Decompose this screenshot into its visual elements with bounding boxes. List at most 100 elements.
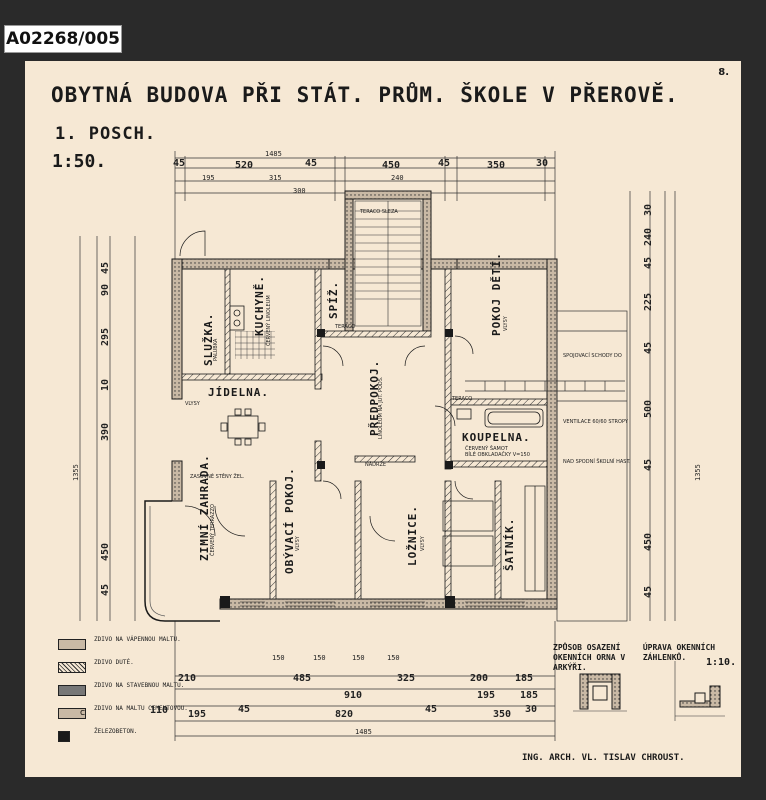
note-sliding-walls: ZASUVNÉ STĚNY ŽEL. bbox=[190, 474, 245, 480]
window-detail-drawings bbox=[579, 673, 721, 710]
note-kitchen-floor: ČERVENÝ LINOLEUM bbox=[266, 295, 272, 346]
legend-item: ZDIVO NA STAVEBNOU MALTU. bbox=[58, 682, 193, 704]
top-dimension-lines bbox=[174, 151, 556, 261]
right-annex bbox=[465, 310, 628, 622]
dim-right-1: 240 bbox=[643, 227, 654, 246]
dim-left-6: 45 bbox=[100, 583, 111, 596]
legend-swatch-c: C bbox=[58, 708, 86, 719]
dim-bottom-r1-4: 185 bbox=[515, 673, 534, 684]
detail-scale: 1:10. bbox=[706, 657, 737, 668]
dim-bottom-r1-2: 325 bbox=[397, 673, 416, 684]
dim-window-1: 150 bbox=[313, 654, 326, 662]
dim-bottom-r3-0: 110 bbox=[150, 705, 169, 716]
dim-right-total: 1355 bbox=[694, 464, 702, 481]
legend-item: ZDIVO DUTÉ. bbox=[58, 659, 193, 681]
dim-bottom-r1-3: 200 bbox=[470, 673, 489, 684]
dim-window-0: 150 bbox=[272, 654, 285, 662]
winter-garden-bay bbox=[144, 500, 220, 622]
dim-bottom-r3-3: 820 bbox=[335, 709, 354, 720]
legend-swatch-dots bbox=[58, 639, 86, 650]
staircase bbox=[354, 200, 422, 327]
note-vlysy-jidelna: VLYSY bbox=[185, 401, 200, 407]
dim-top-sub-1: 315 bbox=[269, 174, 282, 182]
room-label-pokoj-deti: POKOJ DĚTÍ. bbox=[490, 252, 503, 336]
drawing-title: OBYTNÁ BUDOVA PŘI STÁT. PRŮM. ŠKOLE V PŘ… bbox=[51, 83, 679, 107]
note-teraco-2: TERACO bbox=[452, 396, 473, 402]
detail-title: ZPŮSOB OSAZENÍ OKENNÍCH ORNA V ARKÝŘI. Ú… bbox=[553, 643, 743, 673]
dim-top-0: 45 bbox=[173, 158, 186, 169]
dim-right-8: 45 bbox=[643, 585, 654, 598]
note-connecting-stairs: SPOJOVACÍ SCHODY DO bbox=[563, 353, 622, 359]
door-swings bbox=[179, 230, 474, 542]
materials-legend: ZDIVO NA VÁPENNOU MALTU. ZDIVO DUTÉ. ZDI… bbox=[58, 636, 193, 751]
dim-bottom-r2-1: 195 bbox=[477, 690, 496, 701]
dim-bottom-r1-1: 485 bbox=[293, 673, 312, 684]
dim-top-total: 1485 bbox=[265, 150, 282, 158]
legend-label: ZDIVO NA STAVEBNOU MALTU. bbox=[94, 682, 185, 689]
dim-right-6: 45 bbox=[643, 458, 654, 471]
bottom-dimension-lines bbox=[174, 621, 556, 741]
dim-top-2: 45 bbox=[305, 158, 318, 169]
room-label-spiz: SPÍŽ. bbox=[327, 280, 340, 319]
drawing-sheet: 8. OBYTNÁ BUDOVA PŘI STÁT. PRŮM. ŠKOLE V… bbox=[25, 61, 741, 777]
dim-bottom-total: 1485 bbox=[355, 728, 372, 736]
bathtub bbox=[456, 408, 544, 428]
dim-right-3: 225 bbox=[643, 292, 654, 311]
dim-right-0: 30 bbox=[643, 203, 654, 216]
dim-top-sub-2: 300 bbox=[293, 187, 306, 195]
drawing-scale: 1:50. bbox=[52, 151, 107, 172]
dim-top-sub-0: 195 bbox=[202, 174, 215, 182]
dim-top-4: 45 bbox=[438, 158, 451, 169]
dim-left-4: 390 bbox=[100, 422, 111, 441]
note-above-school: NAD SPODNÍ ŠKOLNÍ HAST. bbox=[563, 459, 631, 465]
detail-title-left: ZPŮSOB OSAZENÍ OKENNÍCH ORNA V ARKÝŘI. bbox=[553, 643, 626, 672]
dim-bottom-r2-2: 185 bbox=[520, 690, 539, 701]
room-label-kuchyne: KUCHYNĚ. bbox=[253, 275, 266, 336]
page-number: 8. bbox=[718, 67, 729, 78]
dim-bottom-r1-0: 210 bbox=[178, 673, 197, 684]
dining-table bbox=[220, 408, 266, 446]
dim-bottom-r3-2: 45 bbox=[238, 704, 251, 715]
legend-swatch-hatch bbox=[58, 662, 86, 673]
dim-top-5: 350 bbox=[487, 160, 506, 171]
side-dimension-lines bbox=[79, 191, 676, 621]
bottom-windows bbox=[240, 601, 525, 607]
dim-right-4: 45 bbox=[643, 341, 654, 354]
dim-top-3: 450 bbox=[382, 160, 401, 171]
kitchen-tiles bbox=[235, 331, 275, 359]
room-label-loznice: LOŽNICE. bbox=[406, 505, 419, 566]
dim-left-total: 1355 bbox=[72, 464, 80, 481]
room-label-koupelna: KOUPELNA. bbox=[462, 431, 531, 444]
note-vlysy-loznice: VLYSY bbox=[420, 536, 426, 551]
legend-label: ŽELEZOBETON. bbox=[94, 728, 138, 735]
legend-item: ŽELEZOBETON. bbox=[58, 728, 193, 750]
legend-item: ZDIVO NA VÁPENNOU MALTU. bbox=[58, 636, 193, 658]
kitchen-fixtures bbox=[229, 305, 245, 331]
floor-label: 1. POSCH. bbox=[55, 124, 157, 144]
dim-top-sub-3: 240 bbox=[391, 174, 404, 182]
legend-label: ZDIVO NA MALTU CEMENTOVOU. bbox=[94, 705, 188, 712]
note-bath-walls: BÍLÉ OBKLADAČKY V=150 bbox=[465, 452, 530, 458]
dim-left-3: 10 bbox=[100, 378, 111, 391]
dim-top-6: 30 bbox=[536, 158, 549, 169]
room-label-jidelna: JÍDELNA. bbox=[208, 386, 269, 399]
dim-left-1: 90 bbox=[100, 283, 111, 296]
note-ventilation: VENTILACE 60/60 STROPY bbox=[563, 419, 628, 425]
note-vlysy-obyvaci: VLYSY bbox=[295, 536, 301, 551]
note-linoleum: LINOLEUM NA JUT. PODS. bbox=[378, 376, 384, 439]
dim-right-7: 450 bbox=[643, 532, 654, 551]
dim-bottom-r3-1: 195 bbox=[188, 709, 207, 720]
note-teraco-1: TERACO bbox=[335, 324, 356, 330]
legend-swatch-dense bbox=[58, 685, 86, 696]
floor-plan-drawing bbox=[79, 151, 725, 741]
dim-top-1: 520 bbox=[235, 160, 254, 171]
dim-window-2: 150 bbox=[352, 654, 365, 662]
note-tanks: NÁDRŽE bbox=[365, 462, 387, 468]
architect-signature: ING. ARCH. VL. TISLAV CHROUST. bbox=[522, 753, 685, 763]
legend-item: C ZDIVO NA MALTU CEMENTOVOU. bbox=[58, 705, 193, 727]
concrete-posts bbox=[220, 329, 455, 608]
note-bath-floor: ČERVENÝ ŠAMOT bbox=[465, 446, 508, 452]
dim-left-0: 45 bbox=[100, 261, 111, 274]
dim-bottom-r3-6: 30 bbox=[525, 704, 538, 715]
room-label-satnik: ŠATNÍK. bbox=[503, 517, 516, 571]
